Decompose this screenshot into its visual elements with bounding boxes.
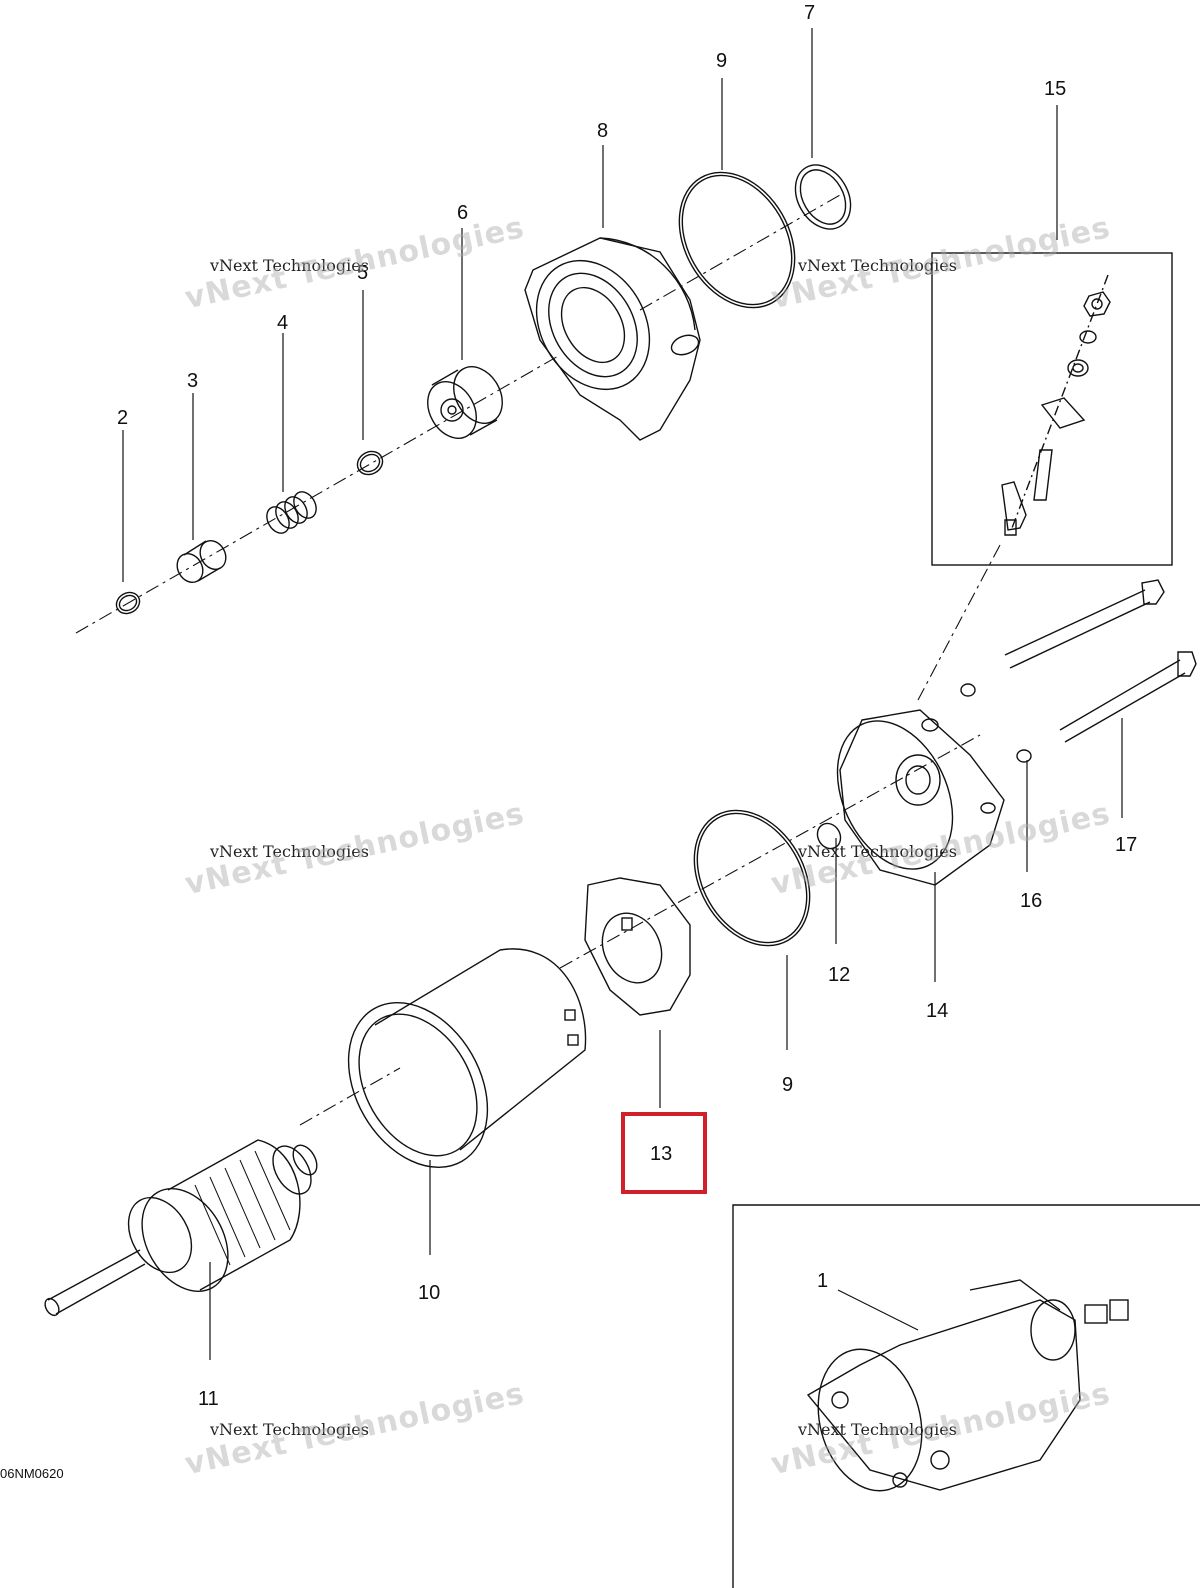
watermark-text: vNext Technologies	[210, 1420, 369, 1439]
part-starter-assembly	[806, 1279, 1129, 1492]
callout-14: 14	[926, 1000, 949, 1022]
part-motor-frame	[347, 948, 587, 1168]
callout-11: 11	[198, 1388, 219, 1410]
callout-10: 10	[418, 1282, 441, 1304]
part-terminal-hardware	[1001, 274, 1111, 536]
callout-6: 6	[457, 202, 469, 224]
callout-4: 4	[277, 312, 289, 334]
part-brush-plate	[584, 877, 691, 1016]
callout-2: 2	[117, 407, 129, 429]
callout-13: 13	[650, 1143, 673, 1165]
part-large-o-ring-upper	[678, 171, 796, 309]
callout-17: 17	[1115, 834, 1138, 856]
inset-box-terminal	[931, 252, 1173, 566]
watermark-text: vNext Technologies	[798, 1420, 957, 1439]
watermark-text: vNext Technologies	[798, 256, 957, 275]
callout-8: 8	[597, 120, 609, 142]
part-bushing-seal	[816, 822, 842, 850]
part-armature	[44, 1139, 318, 1317]
part-through-bolts	[960, 579, 1197, 763]
part-end-housing	[836, 709, 1005, 886]
part-spring	[266, 491, 317, 534]
callout-9-upper: 9	[716, 50, 728, 72]
watermark-text: vNext Technologies	[210, 256, 369, 275]
callout-12: 12	[828, 964, 851, 986]
part-large-o-ring-lower	[693, 809, 811, 947]
callout-9-lower: 9	[782, 1074, 794, 1096]
part-snap-ring	[115, 591, 141, 615]
callout-5: 5	[357, 262, 369, 284]
callout-3: 3	[187, 370, 199, 392]
part-small-o-ring	[794, 164, 852, 230]
callout-16: 16	[1020, 890, 1043, 912]
axis-lines	[75, 194, 1001, 1126]
inset-box-assembly	[732, 1204, 1200, 1588]
highlight-box	[621, 1112, 707, 1194]
part-thrust-ring	[356, 450, 384, 476]
watermark-text: vNext Technologies	[210, 842, 369, 861]
drawing-code: 06NM0620	[0, 1466, 64, 1481]
callout-1: 1	[817, 1270, 829, 1292]
part-pinion-gear	[427, 366, 503, 439]
leader-lines	[122, 28, 1123, 1360]
callout-15: 15	[1044, 78, 1067, 100]
callout-7: 7	[804, 2, 816, 24]
part-drive-housing	[524, 237, 701, 441]
part-bushing	[176, 539, 227, 584]
watermark-text: vNext Technologies	[798, 842, 957, 861]
